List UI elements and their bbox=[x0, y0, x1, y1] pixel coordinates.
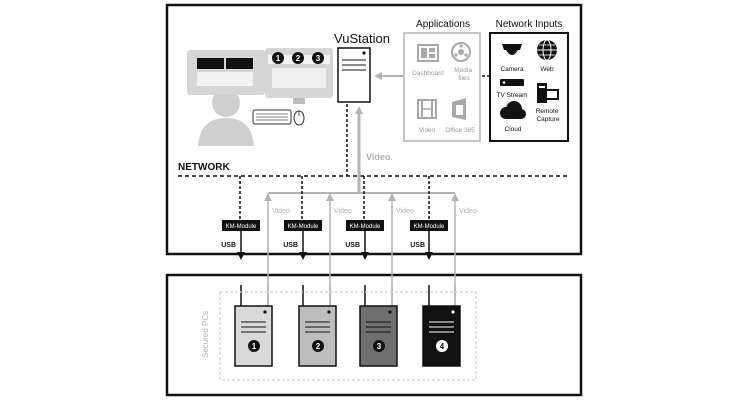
secured-pc-3: 3 bbox=[359, 305, 398, 367]
secured-pc-4: 4 bbox=[422, 305, 461, 367]
network-label: NETWORK bbox=[178, 162, 230, 173]
km-module-2: KM-Module bbox=[284, 220, 322, 231]
operator-figure bbox=[198, 89, 254, 146]
keyboard-icon bbox=[252, 109, 292, 125]
video-label-pc2: Video bbox=[334, 208, 352, 215]
km-module-3: KM-Module bbox=[346, 220, 384, 231]
secured-pc-2: 2 bbox=[298, 305, 337, 367]
secured-pc-1: 1 bbox=[234, 305, 273, 367]
input-label-camera: Camera bbox=[500, 66, 524, 73]
input-label-web: Web bbox=[540, 66, 554, 73]
svg-text:KM-Module: KM-Module bbox=[414, 224, 445, 230]
secured-pcs-group bbox=[219, 291, 477, 381]
app-label-office: Office 365 bbox=[445, 127, 475, 134]
secured-pcs-label: Secured PCs bbox=[201, 311, 210, 358]
svg-text:KM-Module: KM-Module bbox=[288, 224, 319, 230]
pc-number-1: 1 bbox=[252, 342, 257, 351]
monitor-number-2: 2 bbox=[296, 54, 301, 63]
dashboard-icon bbox=[417, 44, 439, 62]
vustation-title: VuStation bbox=[334, 31, 390, 46]
applications-panel: Applications bbox=[403, 19, 481, 142]
pc-number-3: 3 bbox=[377, 342, 382, 351]
video-main-label: Video bbox=[366, 152, 391, 162]
input-label-tv-stream: TV Stream bbox=[496, 92, 527, 99]
app-label-dashboard: Dashboard bbox=[412, 70, 444, 77]
office-365-icon bbox=[452, 98, 466, 120]
usb-to-pc-lines bbox=[240, 285, 430, 306]
globe-icon bbox=[537, 39, 557, 61]
network-inputs-title: Network Inputs bbox=[496, 19, 563, 30]
km-module-4: KM-Module bbox=[410, 220, 448, 231]
video-label-pc3: Video bbox=[396, 208, 414, 215]
app-label-video: Video bbox=[419, 127, 436, 134]
left-monitor bbox=[187, 50, 265, 95]
monitor-number-3: 3 bbox=[316, 54, 321, 63]
media-files-icon bbox=[451, 42, 471, 62]
pc-number-4: 4 bbox=[440, 342, 445, 351]
camera-icon bbox=[502, 44, 522, 55]
video-label-pc4: Video bbox=[459, 208, 477, 215]
svg-text:KM-Module: KM-Module bbox=[350, 224, 381, 230]
usb-label-1: USB bbox=[221, 242, 236, 249]
pc-number-2: 2 bbox=[316, 342, 321, 351]
remote-capture-icon bbox=[537, 83, 559, 103]
video-label-pc1: Video bbox=[272, 208, 290, 215]
mouse-icon bbox=[293, 110, 305, 126]
workstation-zone-frame bbox=[165, 3, 583, 256]
km-network-drops bbox=[239, 176, 430, 220]
cloud-icon bbox=[500, 101, 526, 119]
vustation-server-icon bbox=[337, 47, 371, 103]
km-module-1: KM-Module bbox=[222, 220, 260, 231]
monitor-number-badges: 1 2 3 bbox=[272, 52, 324, 64]
svg-text:KM-Module: KM-Module bbox=[226, 224, 257, 230]
secured-zone-frame bbox=[165, 273, 583, 397]
tv-stream-icon bbox=[500, 79, 524, 86]
input-label-cloud: Cloud bbox=[505, 126, 522, 133]
usb-label-3: USB bbox=[345, 242, 360, 249]
usb-label-2: USB bbox=[283, 242, 298, 249]
monitor-number-1: 1 bbox=[276, 54, 281, 63]
video-film-icon bbox=[417, 99, 437, 119]
applications-title: Applications bbox=[416, 19, 470, 30]
usb-arrows bbox=[237, 231, 433, 260]
input-label-remote-capture: Remote Capture bbox=[536, 108, 561, 123]
app-label-media: Media files bbox=[454, 67, 474, 82]
usb-label-4: USB bbox=[410, 242, 425, 249]
